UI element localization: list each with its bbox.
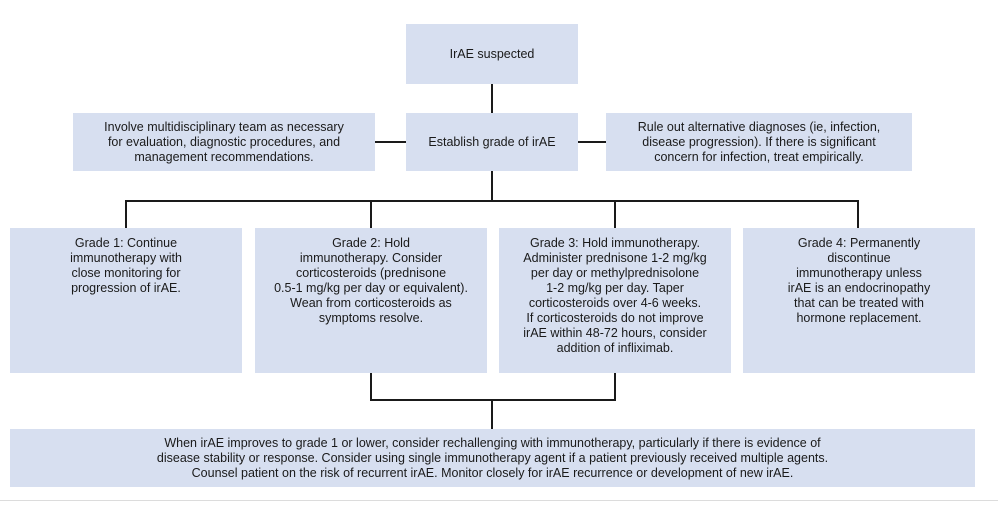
grade4-text: Grade 4: Permanently discontinue immunot… (787, 236, 931, 325)
rule-out-box: Rule out alternative diagnoses (ie, infe… (606, 113, 912, 171)
grade1-box: Grade 1: Continue immunotherapy with clo… (10, 228, 242, 373)
connector-suspected-to-establish (491, 84, 493, 113)
grade3-box: Grade 3: Hold immunotherapy. Administer … (499, 228, 731, 373)
connector-to-grade1 (125, 200, 127, 228)
establish-grade-text: Establish grade of irAE (428, 134, 556, 149)
rule-out-text: Rule out alternative diagnoses (ie, infe… (637, 119, 881, 164)
connector-to-rechallenge (491, 400, 493, 429)
connector-to-grade4 (857, 200, 859, 228)
establish-grade-box: Establish grade of irAE (406, 113, 578, 171)
grade2-box: Grade 2: Hold immunotherapy. Consider co… (255, 228, 487, 373)
irae-suspected-box: IrAE suspected (406, 24, 578, 84)
rechallenge-text: When irAE improves to grade 1 or lower, … (156, 435, 829, 480)
rechallenge-box: When irAE improves to grade 1 or lower, … (10, 429, 975, 487)
multidisciplinary-box: Involve multidisciplinary team as necess… (73, 113, 375, 171)
multidisciplinary-text: Involve multidisciplinary team as necess… (104, 119, 344, 164)
connector-from-grade2 (370, 373, 372, 400)
connector-from-grade3 (614, 373, 616, 400)
connector-establish-to-rule-out (578, 141, 606, 143)
connector-merge-bar (370, 399, 616, 401)
connector-to-grade2 (370, 200, 372, 228)
connector-grade-bar (125, 200, 859, 202)
irae-suspected-text: IrAE suspected (449, 46, 535, 61)
grade2-text: Grade 2: Hold immunotherapy. Consider co… (274, 236, 468, 325)
connector-multidisciplinary-to-establish (375, 141, 406, 143)
grade4-box: Grade 4: Permanently discontinue immunot… (743, 228, 975, 373)
bottom-divider (0, 500, 998, 501)
connector-establish-down (491, 171, 493, 201)
grade3-text: Grade 3: Hold immunotherapy. Administer … (523, 236, 707, 355)
grade1-text: Grade 1: Continue immunotherapy with clo… (70, 236, 182, 295)
connector-to-grade3 (614, 200, 616, 228)
